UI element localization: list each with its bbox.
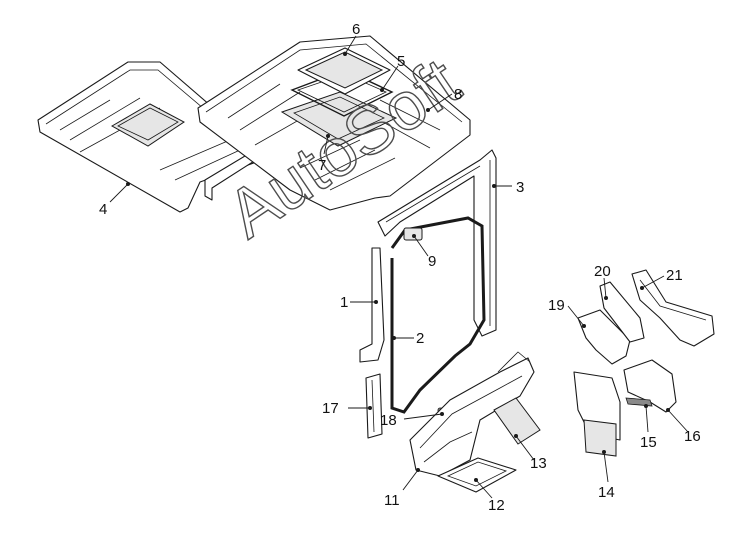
callout-4: 4 (99, 201, 107, 218)
leader-lines (109, 35, 689, 499)
callout-2: 2 (416, 330, 424, 347)
part-17-pillar-cover (365, 373, 383, 439)
callout-9: 9 (428, 253, 436, 270)
part-13-step-mat (493, 397, 541, 445)
callout-13: 13 (530, 455, 547, 472)
callout-11: 11 (384, 492, 400, 509)
part-21-support (631, 269, 715, 347)
callout-16: 16 (684, 428, 701, 445)
callout-18: 18 (380, 412, 397, 429)
part-14-mat (573, 371, 621, 457)
callout-3: 3 (516, 179, 524, 196)
callout-15: 15 (640, 434, 657, 451)
callout-7: 7 (318, 157, 326, 174)
part-12-step-plate (437, 457, 517, 493)
part-2-door-seal (390, 216, 486, 414)
part-6-hatch-glass (297, 47, 391, 95)
part-11-step-trim (409, 351, 535, 477)
callout-1: 1 (340, 294, 348, 311)
callout-6: 6 (352, 21, 360, 38)
callout-21: 21 (666, 267, 683, 284)
part-16-side-panel (623, 359, 677, 413)
part-4-roof-panel (37, 61, 263, 213)
part-19-bracket (577, 309, 631, 365)
callout-19: 19 (548, 297, 565, 314)
part-1-pillar-trim (359, 247, 385, 363)
part-9-interior-light (403, 227, 423, 241)
part-20-bracket (599, 281, 645, 343)
callout-5: 5 (397, 53, 405, 70)
callout-14: 14 (598, 484, 615, 501)
callout-20: 20 (594, 263, 611, 280)
callout-17: 17 (322, 400, 339, 417)
callout-labels: 6 5 8 7 4 3 9 1 2 17 18 11 12 13 14 15 1… (99, 21, 701, 514)
part-15-fixing-strip (625, 397, 653, 407)
callout-8: 8 (454, 86, 462, 103)
callout-12: 12 (488, 497, 505, 514)
